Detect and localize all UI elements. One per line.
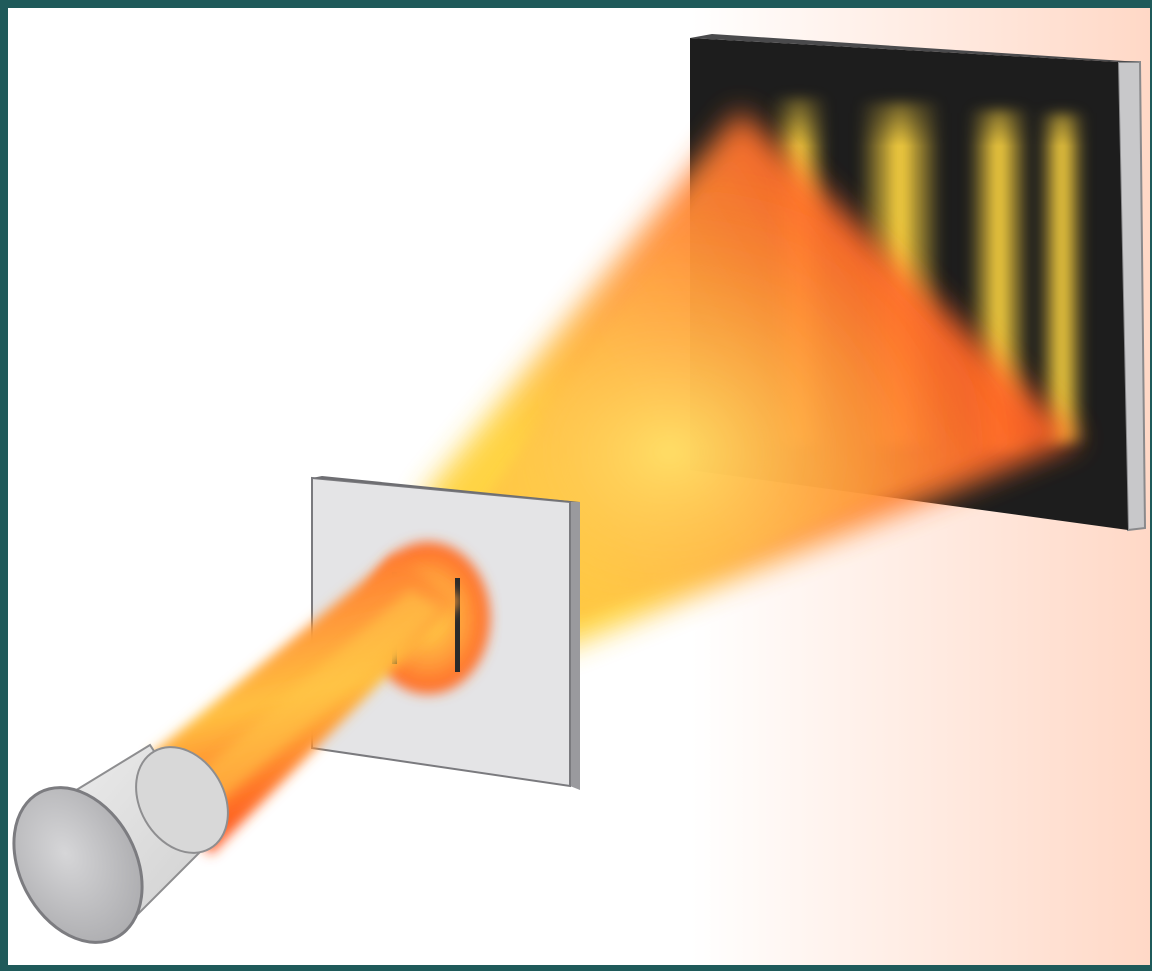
plate-edge	[570, 502, 580, 790]
slit-2	[455, 578, 460, 672]
fringe-4	[1038, 112, 1086, 442]
